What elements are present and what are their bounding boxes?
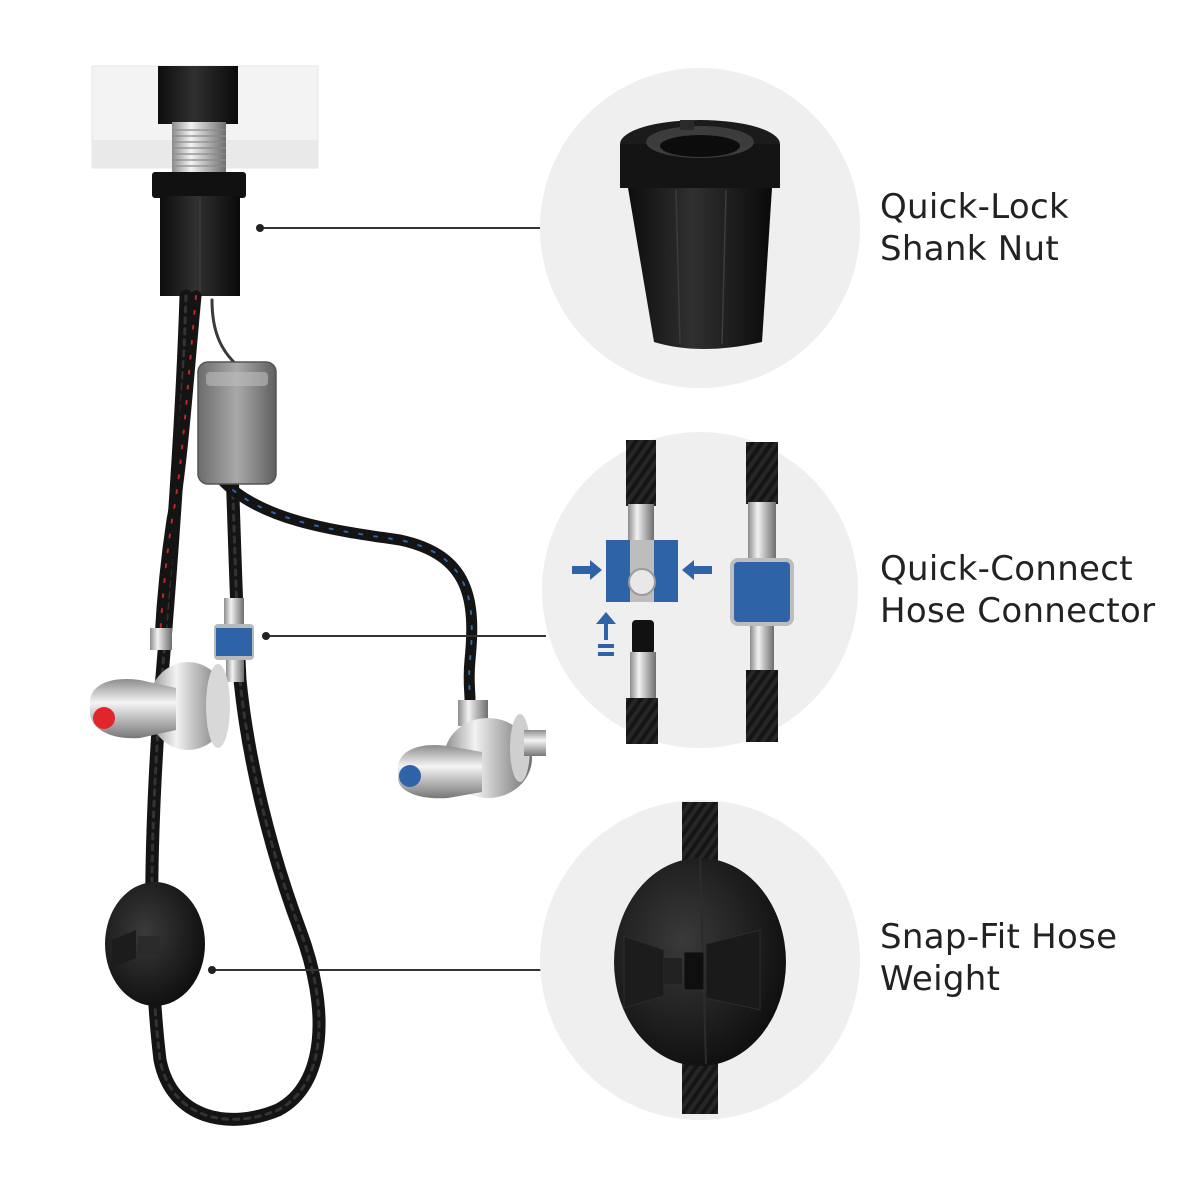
sensor-cable — [210, 298, 240, 368]
leader-dot-hose-connector — [262, 632, 270, 640]
cold-angle-valve — [398, 700, 546, 799]
cold-supply-hose — [216, 474, 478, 706]
cold-indicator-dot — [399, 765, 421, 787]
hose-connector-detail — [542, 432, 858, 748]
hot-indicator-dot — [93, 707, 115, 729]
hot-angle-valve — [90, 628, 230, 750]
squeeze-arrow-right — [682, 560, 712, 580]
callout-label-hose-weight-line2: Weight — [880, 959, 1001, 999]
shank-nut-detail — [540, 68, 860, 388]
control-box — [197, 361, 277, 485]
callout-label-hose-connector-line1: Quick-Connect — [880, 549, 1133, 589]
hose-weight-mini — [105, 882, 205, 1006]
shank-threads — [172, 129, 226, 167]
callout-label-hose-connector: Quick-Connect Hose Connector — [880, 548, 1155, 632]
hose-weight-detail — [540, 800, 860, 1120]
leader-dot-shank-nut — [256, 224, 264, 232]
callout-label-hose-weight-line1: Snap-Fit Hose — [880, 917, 1118, 957]
connector-mini-band — [216, 628, 252, 656]
callout-label-shank-nut-line2: Shank Nut — [880, 229, 1060, 269]
shank-nut-mini — [152, 172, 246, 198]
connector-mini-ferrule-top — [224, 598, 244, 624]
callout-label-hose-weight: Snap-Fit Hose Weight — [880, 916, 1117, 1000]
squeeze-arrow-left — [572, 560, 602, 580]
leader-lines — [212, 227, 546, 971]
callout-label-shank-nut: Quick-Lock Shank Nut — [880, 186, 1069, 270]
insert-arrow-up — [596, 612, 616, 640]
leader-dot-hose-weight — [208, 966, 216, 974]
connector-mini-ferrule-bottom — [226, 660, 244, 682]
callout-label-hose-connector-line2: Hose Connector — [880, 591, 1156, 631]
tap-body — [158, 66, 238, 124]
callout-label-shank-nut-line1: Quick-Lock — [880, 187, 1069, 227]
